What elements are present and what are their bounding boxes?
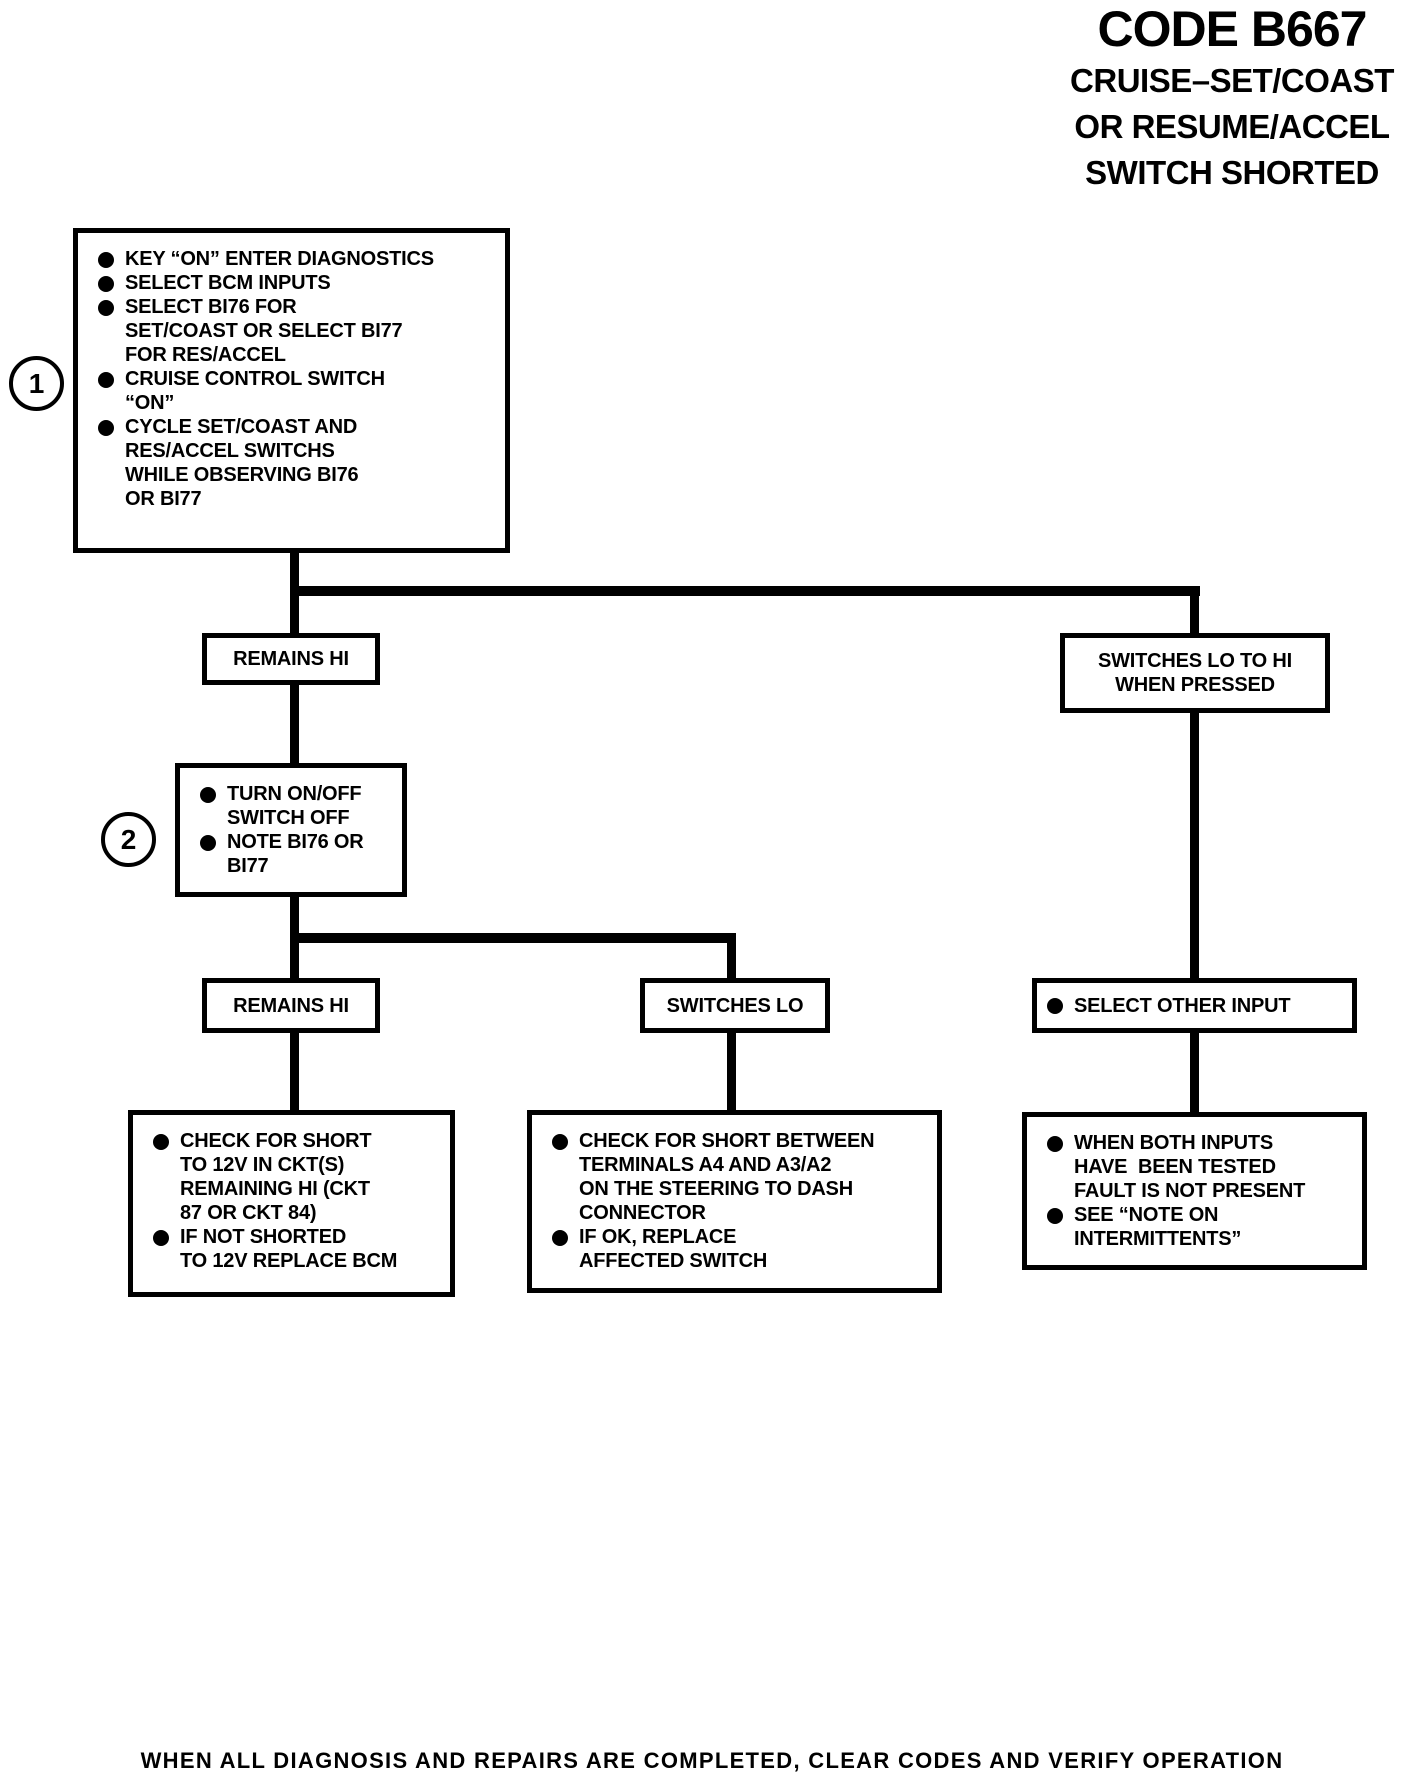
step1-bullet-item: CYCLE SET/COAST AND RES/ACCEL SWITCHS WH… xyxy=(98,415,497,511)
check-short-terminals-bullet-item: CHECK FOR SHORT BETWEEN TERMINALS A4 AND… xyxy=(552,1129,929,1225)
branch-switches-lo: SWITCHES LO xyxy=(640,978,830,1033)
title-subtitle-line-3: SWITCH SHORTED xyxy=(1085,154,1379,191)
title-block: CODE B667 CRUISE–SET/COAST OR RESUME/ACC… xyxy=(1040,0,1424,196)
page-title: CODE B667 xyxy=(1097,1,1368,57)
check-short-terminals-bullet-item: IF OK, REPLACE AFFECTED SWITCH xyxy=(552,1225,929,1273)
action-select-other-input-box: SELECT OTHER INPUT xyxy=(1032,978,1357,1033)
connector-top-branch-horizontal xyxy=(290,586,1200,596)
step2-bullet-text: NOTE BI76 OR BI77 xyxy=(227,831,364,877)
check-short-12v-bullet-text: IF NOT SHORTED TO 12V REPLACE BCM xyxy=(180,1226,398,1272)
action-check-short-12v-box: CHECK FOR SHORT TO 12V IN CKT(S) REMAINI… xyxy=(128,1110,455,1297)
branch-switches-lo-to-hi-label: SWITCHES LO TO HI WHEN PRESSED xyxy=(1097,650,1292,696)
step2-bullet-item: NOTE BI76 OR BI77 xyxy=(200,830,394,878)
connector-switcheslohi-down xyxy=(1190,711,1199,980)
step1-bullet-item: CRUISE CONTROL SWITCH “ON” xyxy=(98,367,497,415)
bullet-icon xyxy=(1047,1208,1063,1224)
step1-number: 1 xyxy=(28,367,45,399)
check-short-terminals-bullet-text: IF OK, REPLACE AFFECTED SWITCH xyxy=(579,1226,768,1272)
branch-switches-lo-to-hi: SWITCHES LO TO HI WHEN PRESSED xyxy=(1060,633,1330,713)
step1-bullet-item: KEY “ON” ENTER DIAGNOSTICS xyxy=(98,247,497,271)
bullet-icon xyxy=(98,252,114,268)
bullet-icon xyxy=(1047,1136,1063,1152)
step2-number-circle: 2 xyxy=(101,812,156,867)
branch-remains-hi-2: REMAINS HI xyxy=(202,978,380,1033)
branch-remains-hi-2-label: REMAINS HI xyxy=(233,994,349,1017)
title-subtitle-line-2: OR RESUME/ACCEL xyxy=(1074,108,1390,145)
step1-box: KEY “ON” ENTER DIAGNOSTICS SELECT BCM IN… xyxy=(73,228,510,553)
step2-bullet-item: TURN ON/OFF SWITCH OFF xyxy=(200,782,394,830)
step1-bullet-item: SELECT BCM INPUTS xyxy=(98,271,497,295)
connector-switcheslo-to-action xyxy=(727,1031,736,1112)
bullet-icon xyxy=(98,300,114,316)
footer-instruction: WHEN ALL DIAGNOSIS AND REPAIRS ARE COMPL… xyxy=(140,1748,1284,1773)
fault-not-present-bullet-text: WHEN BOTH INPUTS HAVE BEEN TESTED FAULT … xyxy=(1074,1132,1306,1202)
bullet-icon xyxy=(98,276,114,292)
action-check-short-terminals-box: CHECK FOR SHORT BETWEEN TERMINALS A4 AND… xyxy=(527,1110,942,1293)
step1-bullet-text: CRUISE CONTROL SWITCH “ON” xyxy=(125,368,385,414)
step1-bullet-text: KEY “ON” ENTER DIAGNOSTICS xyxy=(125,248,434,270)
branch-remains-hi-1-label: REMAINS HI xyxy=(233,648,349,670)
bullet-icon xyxy=(98,372,114,388)
select-other-input-text: SELECT OTHER INPUT xyxy=(1074,994,1291,1017)
connector-remainshi1-to-step2 xyxy=(290,683,299,765)
step1-bullet-text: CYCLE SET/COAST AND RES/ACCEL SWITCHS WH… xyxy=(125,416,359,510)
step1-bullet-item: SELECT BI76 FOR SET/COAST OR SELECT BI77… xyxy=(98,295,497,367)
connector-remainshi2-to-action xyxy=(290,1031,299,1112)
bullet-icon xyxy=(200,835,216,851)
action-fault-not-present-box: WHEN BOTH INPUTS HAVE BEEN TESTED FAULT … xyxy=(1022,1112,1367,1270)
fault-not-present-bullet-text: SEE “NOTE ON INTERMITTENTS” xyxy=(1074,1204,1242,1250)
check-short-12v-bullet-text: CHECK FOR SHORT TO 12V IN CKT(S) REMAINI… xyxy=(180,1130,372,1224)
bullet-icon xyxy=(153,1134,169,1150)
bullet-icon xyxy=(1047,997,1063,1014)
fault-not-present-bullet-item: SEE “NOTE ON INTERMITTENTS” xyxy=(1047,1203,1354,1251)
branch-remains-hi-1: REMAINS HI xyxy=(202,633,380,685)
connector-mid-branch-right-down xyxy=(727,933,736,980)
step1-bullet-text: SELECT BCM INPUTS xyxy=(125,272,331,294)
bullet-icon xyxy=(153,1230,169,1246)
bullet-icon xyxy=(552,1134,568,1150)
bullet-icon xyxy=(200,787,216,803)
check-short-12v-bullet-item: IF NOT SHORTED TO 12V REPLACE BCM xyxy=(153,1225,442,1273)
bullet-icon xyxy=(98,420,114,436)
check-short-12v-bullet-item: CHECK FOR SHORT TO 12V IN CKT(S) REMAINI… xyxy=(153,1129,442,1225)
branch-switches-lo-label: SWITCHES LO xyxy=(666,994,804,1017)
step2-number: 2 xyxy=(120,823,137,855)
bullet-icon xyxy=(552,1230,568,1246)
title-subtitle-line-1: CRUISE–SET/COAST xyxy=(1070,62,1394,99)
connector-top-branch-right-down xyxy=(1190,586,1199,635)
step2-bullet-text: TURN ON/OFF SWITCH OFF xyxy=(227,783,362,829)
connector-selectother-down xyxy=(1190,1031,1199,1114)
connector-mid-branch-horizontal xyxy=(290,933,736,943)
step2-box: TURN ON/OFF SWITCH OFF NOTE BI76 OR BI77 xyxy=(175,763,407,897)
step1-bullet-text: SELECT BI76 FOR SET/COAST OR SELECT BI77… xyxy=(125,296,403,366)
fault-not-present-bullet-item: WHEN BOTH INPUTS HAVE BEEN TESTED FAULT … xyxy=(1047,1131,1354,1203)
check-short-terminals-bullet-text: CHECK FOR SHORT BETWEEN TERMINALS A4 AND… xyxy=(579,1130,875,1224)
step1-number-circle: 1 xyxy=(9,356,64,411)
